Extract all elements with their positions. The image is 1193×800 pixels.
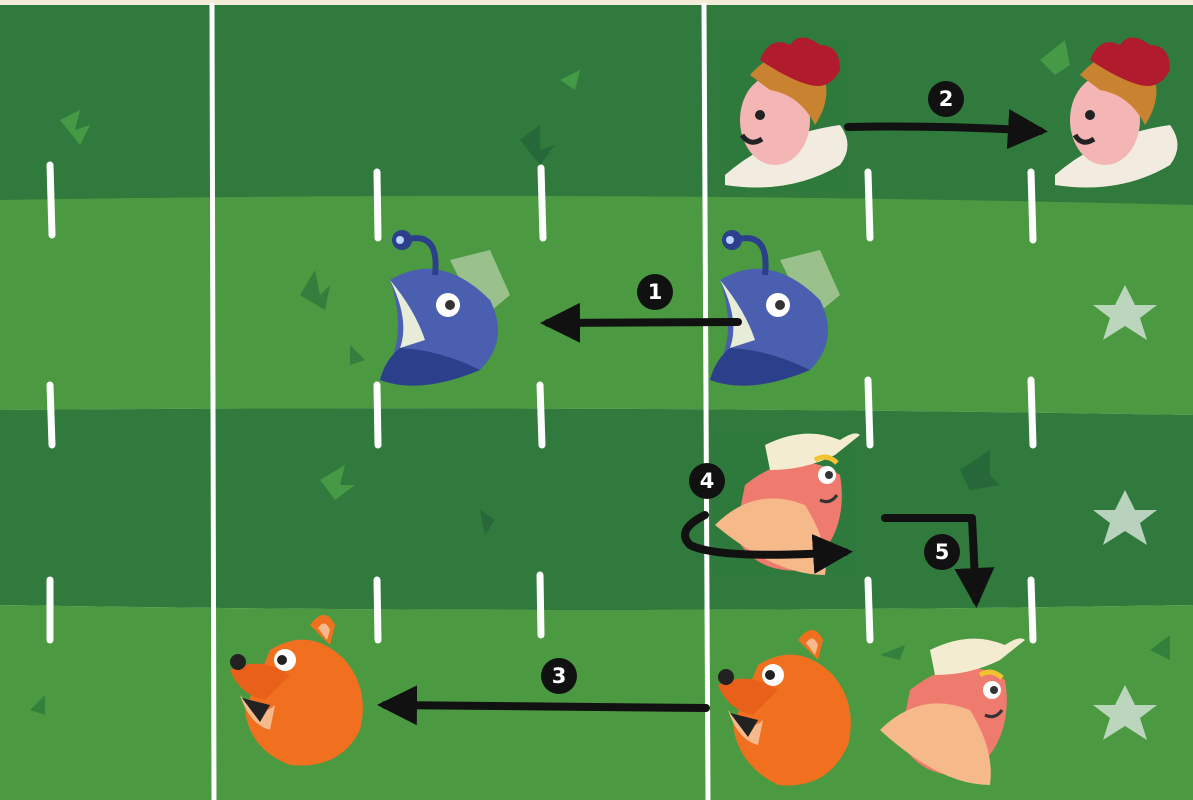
step-badge-2: 2 (928, 81, 964, 117)
step-badge-1: 1 (637, 274, 673, 310)
move-arrow-1 (548, 322, 738, 323)
step-badge-3: 3 (541, 658, 577, 694)
hash-mark (50, 385, 52, 445)
hash-mark (540, 575, 541, 635)
hash-mark (541, 168, 543, 238)
fish-pupil (445, 300, 455, 310)
hash-mark (868, 380, 870, 445)
fish-lure-light (396, 236, 404, 244)
stripe-light-2 (0, 605, 1193, 800)
top-border (0, 0, 1193, 5)
hash-mark (1031, 172, 1033, 240)
hash-mark (868, 580, 870, 640)
stripe-light-1 (0, 196, 1193, 415)
grass-stripes (0, 5, 1193, 800)
field-line-left (212, 5, 214, 800)
queen-eye (1085, 110, 1095, 120)
hash-mark (1031, 580, 1033, 640)
step-badge-4: 4 (689, 463, 725, 499)
hash-mark (868, 172, 870, 238)
fox-pupil (277, 655, 287, 665)
hash-mark (377, 172, 378, 238)
hash-mark (540, 385, 542, 445)
hash-mark (377, 580, 378, 640)
stripe-dark-1 (0, 5, 1193, 205)
fish-lure-light (726, 236, 734, 244)
queen-eye (755, 110, 765, 120)
hash-mark (377, 385, 378, 445)
move-arrow-3 (385, 705, 706, 708)
fox-nose (230, 654, 246, 670)
shrimp-pupil (825, 471, 833, 479)
hash-mark (50, 165, 52, 235)
step-badge-5: 5 (924, 534, 960, 570)
shrimp-pupil (990, 686, 998, 694)
fox-nose (718, 669, 734, 685)
fish-pupil (775, 300, 785, 310)
hash-mark (1031, 380, 1033, 445)
stripe-dark-2 (0, 408, 1193, 610)
move-arrow-2 (848, 127, 1040, 132)
queen-mascot[interactable] (725, 38, 850, 191)
fox-pupil (765, 670, 775, 680)
